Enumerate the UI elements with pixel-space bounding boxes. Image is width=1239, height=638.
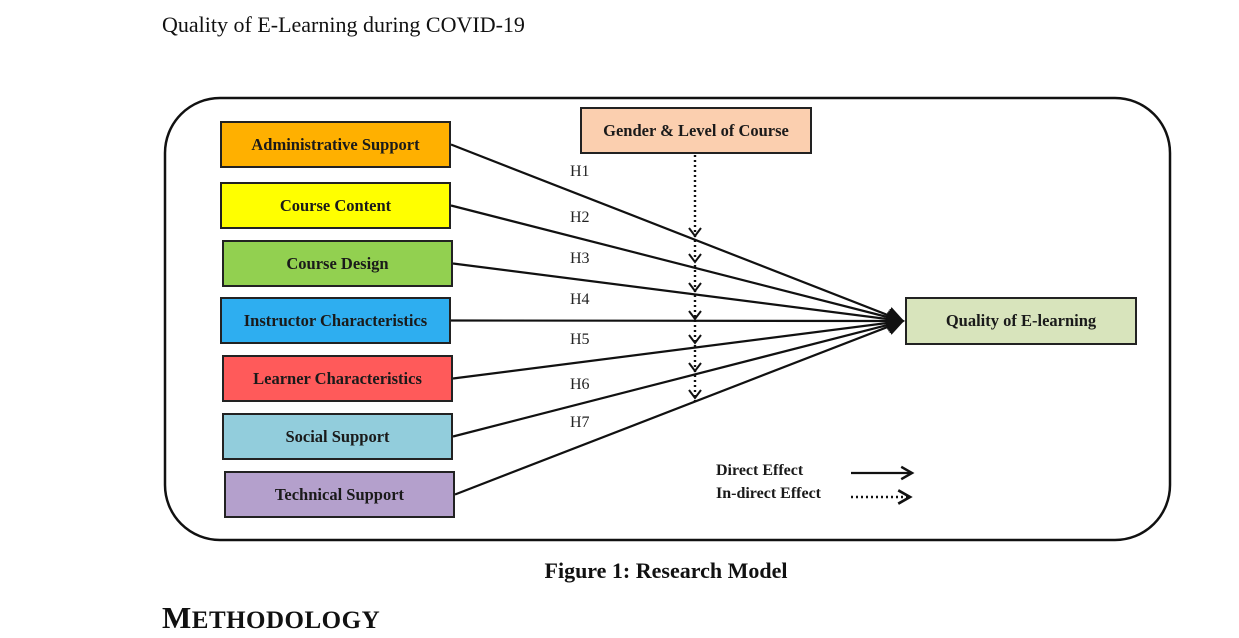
predictor-box: Technical Support xyxy=(224,471,455,518)
indirect-chevron-1 xyxy=(688,227,702,238)
hypothesis-label: H5 xyxy=(570,331,590,348)
indirect-chevron-2 xyxy=(688,253,702,264)
model-frame xyxy=(163,96,1172,542)
hypothesis-label: H1 xyxy=(570,163,590,180)
predictor-label: Learner Characteristics xyxy=(253,368,422,388)
predictor-box: Social Support xyxy=(222,413,453,460)
section-heading: METHODOLOGY xyxy=(162,600,380,636)
predictor-box: Course Content xyxy=(220,182,451,229)
direct-arrow-h7 xyxy=(454,318,905,496)
predictor-box: Administrative Support xyxy=(220,121,451,168)
moderator-box: Gender & Level of Course xyxy=(580,107,812,154)
outcome-box: Quality of E-learning xyxy=(905,297,1137,345)
indirect-chevron-6 xyxy=(688,362,702,373)
direct-arrow-h4 xyxy=(450,312,905,330)
predictor-box: Learner Characteristics xyxy=(222,355,453,402)
legend-indirect-label: In-direct Effect xyxy=(716,485,821,502)
direct-effect-paths xyxy=(450,143,905,496)
indirect-chevron-4 xyxy=(688,310,702,321)
hypothesis-label: H3 xyxy=(570,250,590,267)
section-heading-initial: M xyxy=(162,600,192,635)
hypothesis-label: H4 xyxy=(570,291,590,308)
predictor-label: Administrative Support xyxy=(251,134,420,154)
figure-caption: Figure 1: Research Model xyxy=(544,558,788,583)
predictor-label: Technical Support xyxy=(274,484,405,504)
direct-arrow-h6 xyxy=(452,316,905,438)
indirect-effect-path xyxy=(688,155,702,402)
predictor-label: Course Content xyxy=(279,195,392,215)
indirect-chevron-7 xyxy=(688,389,702,400)
indirect-chevron-5 xyxy=(688,334,702,345)
direct-arrow-h5 xyxy=(452,314,905,380)
predictor-label: Instructor Characteristics xyxy=(243,310,428,330)
hypothesis-label: H2 xyxy=(570,209,590,226)
indirect-chevron-3 xyxy=(688,282,702,293)
predictor-label: Course Design xyxy=(286,253,389,273)
legend-direct-label: Direct Effect xyxy=(716,462,804,479)
outcome-label: Quality of E-learning xyxy=(945,311,1097,330)
direct-arrow-h2 xyxy=(450,204,905,326)
direct-arrow-h1 xyxy=(450,143,905,324)
predictor-box: Course Design xyxy=(222,240,453,287)
hypothesis-label: H6 xyxy=(570,376,590,393)
section-heading-rest: ETHODOLOGY xyxy=(191,607,381,634)
direct-arrow-h3 xyxy=(452,262,905,328)
moderator-label: Gender & Level of Course xyxy=(603,120,789,140)
predictor-box: Instructor Characteristics xyxy=(220,297,451,344)
legend-lines xyxy=(851,465,915,505)
predictor-label: Social Support xyxy=(285,426,390,446)
running-head: Quality of E-Learning during COVID-19 xyxy=(162,12,525,37)
hypothesis-label: H7 xyxy=(570,414,590,431)
